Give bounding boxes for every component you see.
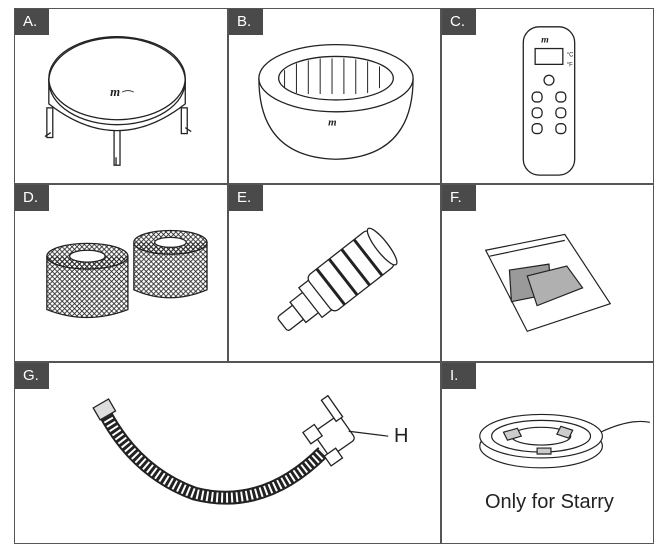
fahrenheit-unit: °F xyxy=(567,62,573,68)
connector-fitting-icon xyxy=(277,227,398,331)
hose-with-connector-icon xyxy=(92,394,389,505)
repair-patches-icon xyxy=(484,233,612,333)
led-light-strip-icon xyxy=(479,413,650,469)
panel-f-patches: F. xyxy=(441,184,654,362)
svg-text:m: m xyxy=(541,35,549,46)
panel-f-label: F. xyxy=(442,185,476,211)
panel-d-label: D. xyxy=(15,185,49,211)
svg-text:m: m xyxy=(328,117,336,129)
panel-e-label: E. xyxy=(229,185,263,211)
inflatable-spa-icon: m xyxy=(258,43,414,160)
svg-text:m: m xyxy=(110,85,120,99)
panel-i-caption: Only for Starry xyxy=(485,491,614,513)
panel-i-led: I. Only for Starry xyxy=(441,362,654,544)
panel-c-label: C. xyxy=(442,9,476,35)
filter-cartridges-icon xyxy=(46,229,208,319)
panel-e-connector: E. xyxy=(228,184,441,362)
panel-b-label: B. xyxy=(229,9,263,35)
panel-g-hose: G. H xyxy=(14,362,441,544)
panel-a-cover: A. m xyxy=(14,8,228,184)
panel-i-label: I. xyxy=(442,363,476,389)
celsius-unit: °C xyxy=(567,52,574,58)
panel-a-label: A. xyxy=(15,9,49,35)
panel-d-filters: D. xyxy=(14,184,228,362)
panel-c-remote: C. m °C °F xyxy=(441,8,654,184)
panel-b-spa: B. m xyxy=(228,8,441,184)
panel-g-label: G. xyxy=(15,363,49,389)
callout-h: H xyxy=(394,425,409,447)
remote-control-icon: m °C °F xyxy=(522,26,576,176)
spa-cover-icon: m xyxy=(44,36,192,166)
